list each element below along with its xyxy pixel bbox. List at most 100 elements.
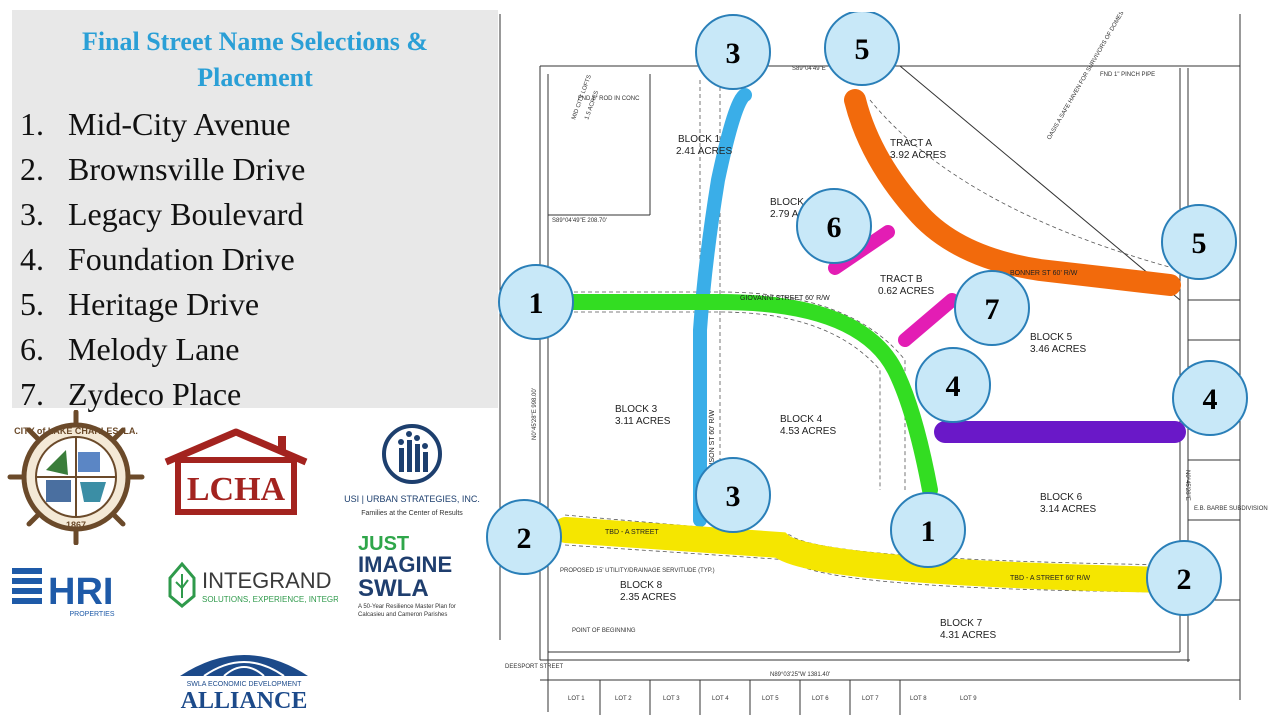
block4-area: 4.53 ACRES [780, 426, 836, 437]
alliance-logo-text: ALLIANCE [181, 688, 308, 714]
just-imagine-logo-tagline2: Calcasieu and Cameron Parishes [358, 612, 447, 618]
integrand-logo-text: INTEGRAND [202, 568, 332, 593]
marker-3-top: 3 [695, 14, 771, 90]
tract-b-label: TRACT B [880, 274, 923, 285]
block4-label: BLOCK 4 [780, 414, 823, 425]
lot-label: LOT 5 [762, 696, 779, 702]
street-list-item: 1. Mid-City Avenue [20, 102, 305, 147]
street-list-item: 3.Legacy Boulevard [20, 192, 305, 237]
block3-label: BLOCK 3 [615, 404, 658, 415]
madison-street-label: MADISON ST 60' R/W [709, 410, 716, 480]
swla-economic-development-alliance-logo: SWLA ECONOMIC DEVELOPMENT ALLIANCE [180, 655, 308, 714]
street-list-item: 7.Zydeco Place [20, 372, 305, 417]
street-number: 1. [20, 106, 44, 142]
block5-area: 3.46 ACRES [1030, 344, 1086, 355]
lot-label: LOT 3 [663, 696, 680, 702]
hri-logo-sub: PROPERTIES [70, 611, 115, 618]
lot-label: LOT 1 [568, 696, 585, 702]
street-names-panel: Final Street Name Selections & Placement… [12, 10, 498, 412]
mid-city-lofts-area: 1.5 ACRES [584, 90, 600, 121]
subdivision-plat-map: BLOCK 1 2.41 ACRES BLOCK 2 2.79 ACRES BL… [486, 12, 1268, 715]
usi-urban-strategies-logo: USI | URBAN STRATEGIES, INC. Families at… [344, 424, 480, 517]
tract-a-label: TRACT A [890, 138, 932, 149]
street-name-list: 1. Mid-City Avenue 2. Brownsville Drive 3.… [20, 102, 305, 417]
lot-label: LOT 2 [615, 696, 632, 702]
block7-label: BLOCK 7 [940, 618, 983, 629]
marker-number: 1 [921, 515, 936, 548]
just-imagine-swla-logo: JUST IMAGINE SWLA A 50-Year Resilience M… [358, 533, 456, 618]
alliance-logo-sub: SWLA ECONOMIC DEVELOPMENT [187, 681, 302, 688]
block8-area: 2.35 ACRES [620, 592, 676, 603]
street-edge-line [560, 291, 906, 490]
lcha-logo: LCHA [164, 428, 308, 515]
marker-number: 4 [1203, 383, 1218, 416]
marker-number: 2 [517, 522, 532, 555]
block5-label: BLOCK 5 [1030, 332, 1073, 343]
marker-1-left: 1 [498, 264, 574, 340]
panel-title-line1: Final Street Name Selections & [81, 27, 429, 56]
marker-number: 7 [985, 293, 1000, 326]
marker-number: 3 [726, 480, 741, 513]
city-of-lake-charles-seal-logo: CITY of LAKE CHARLES, LA. 1867 [7, 410, 145, 545]
panel-title: Final Street Name Selections & Placement [12, 24, 498, 96]
marker-4-left: 4 [915, 347, 991, 423]
zydeco-place-highlight [898, 293, 959, 347]
marker-number: 2 [1177, 563, 1192, 596]
marker-6: 6 [796, 188, 872, 264]
just-imagine-logo-imagine: IMAGINE [358, 552, 452, 577]
street-name: Mid-City Avenue [68, 106, 291, 142]
giovanni-street-label: GIOVANNI STREET 60' R/W [740, 295, 830, 302]
fnd-pipe-label: FND 1" PINCH PIPE [1100, 72, 1155, 78]
marker-5-right: 5 [1161, 204, 1237, 280]
bearing-east-label: N0°45'28"E [1184, 470, 1190, 501]
usi-logo-tagline: Families at the Center of Results [361, 510, 463, 517]
eb-barbe-label: E.B. BARBE SUBDIVISION [1194, 506, 1268, 512]
marker-number: 3 [726, 37, 741, 70]
block3-area: 3.11 ACRES [615, 416, 671, 427]
block1-label: BLOCK 1 [678, 134, 721, 145]
heritage-drive-highlight [844, 89, 1181, 296]
street-number: 2. [20, 151, 44, 187]
street-name: Heritage Drive [68, 286, 260, 322]
block1-area: 2.41 ACRES [676, 146, 732, 157]
street-name: Foundation Drive [68, 241, 295, 277]
panel-title-line2: Placement [197, 63, 313, 92]
lot-label: LOT 9 [960, 696, 977, 702]
city-seal-year: 1867 [66, 520, 86, 530]
street-list-item: 4.Foundation Drive [20, 237, 305, 282]
tract-b-area: 0.62 ACRES [878, 286, 934, 297]
city-seal-text: CITY of LAKE CHARLES, LA. [14, 426, 138, 436]
marker-2-right: 2 [1146, 540, 1222, 616]
block6-label: BLOCK 6 [1040, 492, 1083, 503]
bearing-bottom-label: N89°03'25"W 1381.40' [770, 672, 830, 678]
street-name: Brownsville Drive [68, 151, 306, 187]
just-imagine-logo-tagline1: A 50-Year Resilience Master Plan for [358, 604, 456, 610]
hri-logo-text: HRI [48, 571, 113, 613]
just-imagine-logo-swla: SWLA [358, 575, 429, 602]
lot-label: LOT 8 [910, 696, 927, 702]
marker-number: 6 [827, 211, 842, 244]
bonner-street-label: BONNER ST 60' R/W [1010, 270, 1078, 277]
marker-2-left: 2 [486, 499, 562, 575]
usi-logo-name: USI | URBAN STRATEGIES, INC. [344, 494, 480, 504]
street-edge-line [564, 544, 1181, 593]
just-imagine-logo-just: JUST [358, 533, 409, 555]
street-edge-line [560, 311, 881, 490]
map-property-line [899, 65, 1181, 301]
bearing-west-label: N0°45'28"E 998.00' [532, 388, 538, 440]
street-number: 3. [20, 196, 44, 232]
deesport-street-label: DEESPORT STREET [505, 664, 563, 670]
utility-servitude-label: PROPOSED 15' UTILITY/DRAINAGE SERVITUDE … [560, 568, 715, 574]
marker-3-bottom: 3 [695, 457, 771, 533]
street-list-item: 6.Melody Lane [20, 327, 305, 372]
block8-label: BLOCK 8 [620, 580, 663, 591]
bearing-left-label: S89°04'49"E 208.70' [552, 218, 607, 224]
marker-number: 4 [946, 370, 961, 403]
street-name: Melody Lane [68, 331, 240, 367]
lot-label: LOT 6 [812, 696, 829, 702]
hri-properties-logo: HRI PROPERTIES [12, 568, 115, 618]
lcha-logo-text: LCHA [187, 471, 286, 508]
tbd-a-street-label: TBD - A STREET [605, 529, 659, 536]
marker-4-right: 4 [1172, 360, 1248, 436]
block6-area: 3.14 ACRES [1040, 504, 1096, 515]
